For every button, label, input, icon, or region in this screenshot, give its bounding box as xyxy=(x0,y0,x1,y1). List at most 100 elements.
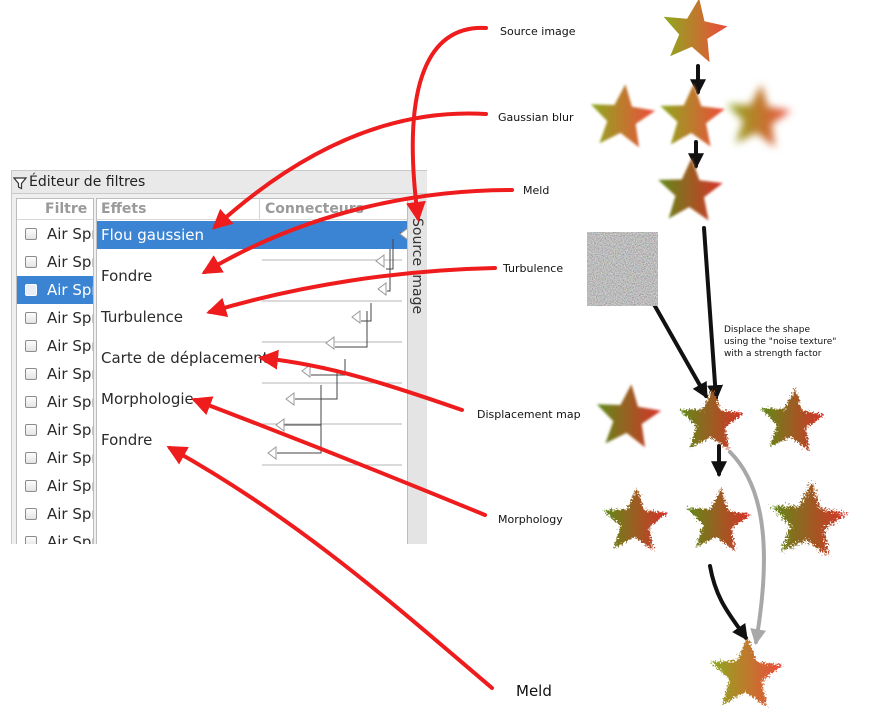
filter-column-header: Filtre xyxy=(45,201,88,217)
filter-row-label: Air Spr xyxy=(47,533,94,544)
star-shape-image xyxy=(663,0,728,63)
checkbox-icon[interactable] xyxy=(25,312,37,324)
checkbox-icon[interactable] xyxy=(25,424,37,436)
displace-note: Displace the shape using the "noise text… xyxy=(724,324,836,360)
effect-row-label: Fondre xyxy=(101,267,153,285)
filter-row[interactable]: Air Spr xyxy=(17,220,93,248)
star-shape-image xyxy=(771,482,848,557)
connector-triangle-icon[interactable] xyxy=(285,392,295,406)
filter-row[interactable]: Air Spr xyxy=(17,444,93,472)
star-shape-image xyxy=(596,384,662,448)
connector-triangle-icon[interactable] xyxy=(325,336,335,350)
effect-row[interactable]: Carte de déplacement xyxy=(97,344,408,372)
star-shape-image xyxy=(660,84,725,147)
filter-row[interactable]: Air Spr xyxy=(17,388,93,416)
effect-row-label: Carte de déplacement xyxy=(101,349,269,367)
checkbox-icon[interactable] xyxy=(25,396,37,408)
label-meld-top: Meld xyxy=(523,184,550,197)
arrow-meld-top xyxy=(201,188,514,275)
filter-row[interactable]: Air Spr xyxy=(17,500,93,528)
connector-triangle-icon[interactable] xyxy=(399,227,408,241)
checkbox-icon[interactable] xyxy=(25,536,37,544)
filter-row[interactable]: Air Spr xyxy=(17,360,93,388)
effect-row[interactable]: Fondre xyxy=(97,426,408,454)
filter-row-label: Air Spr xyxy=(47,421,94,439)
connector-triangle-icon[interactable] xyxy=(351,310,361,324)
arrow-displacement-map xyxy=(258,349,464,412)
checkbox-icon[interactable] xyxy=(25,340,37,352)
label-displacement-map: Displacement map xyxy=(477,408,581,421)
filter-row[interactable]: Air Spr xyxy=(17,472,93,500)
star-shape-image xyxy=(590,84,656,148)
filter-row[interactable]: Air Spr xyxy=(17,332,93,360)
source-image-column[interactable]: Source image xyxy=(407,198,427,544)
filter-row-label: Air Spr xyxy=(47,309,94,327)
arrow-meld-bottom xyxy=(166,446,494,690)
filter-row-label: Air Spr xyxy=(47,225,94,243)
checkbox-icon[interactable] xyxy=(25,368,37,380)
effect-row[interactable]: Fondre xyxy=(97,262,408,290)
connector-graph[interactable] xyxy=(97,199,408,544)
arrow-gaussian-blur xyxy=(212,111,488,230)
label-turbulence: Turbulence xyxy=(503,262,564,275)
star-shape-image xyxy=(760,388,826,452)
filter-row-label: Air Spr xyxy=(47,253,94,271)
filter-row-label: Air Spr xyxy=(47,393,94,411)
filter-row-label: Air Spr xyxy=(47,449,94,467)
effect-row-label: Flou gaussien xyxy=(101,226,205,244)
effect-row-label: Turbulence xyxy=(101,308,183,326)
effect-row[interactable]: Flou gaussien xyxy=(97,221,408,249)
filter-row[interactable]: Air Spr xyxy=(17,248,93,276)
displace-note-line: with a strength factor xyxy=(724,349,822,359)
arrow-morphology xyxy=(191,396,487,517)
connector-triangle-icon[interactable] xyxy=(375,254,385,268)
effect-row-label: Fondre xyxy=(101,431,153,449)
checkbox-icon[interactable] xyxy=(25,480,37,492)
column-divider[interactable] xyxy=(259,199,260,219)
effect-row[interactable]: Turbulence xyxy=(97,303,408,331)
panel-title: Éditeur de filtres xyxy=(29,174,146,190)
filter-row[interactable]: Air Spr xyxy=(17,276,93,304)
label-gaussian-blur: Gaussian blur xyxy=(498,111,574,124)
filter-row-label: Air Spr xyxy=(47,477,94,495)
star-shape-image xyxy=(686,488,752,552)
filter-row-label: Air Spr xyxy=(47,365,94,383)
effects-column-header[interactable]: Effets xyxy=(101,201,147,217)
label-morphology: Morphology xyxy=(498,513,563,526)
filter-row-label: Air Spr xyxy=(47,281,94,299)
arrow-source-image xyxy=(406,25,488,222)
star-shape-image xyxy=(603,488,668,551)
filter-funnel-icon xyxy=(13,177,27,190)
effect-row-label: Morphologie xyxy=(101,390,194,408)
filter-row-label: Air Spr xyxy=(47,337,94,355)
connector-triangle-icon[interactable] xyxy=(377,282,387,296)
filter-list-header[interactable]: Filtre xyxy=(17,199,93,220)
filter-row[interactable]: Air Spr xyxy=(17,416,93,444)
star-shape-image xyxy=(658,158,723,221)
arrow-turbulence xyxy=(206,266,497,317)
panel-titlebar[interactable]: Éditeur de filtres xyxy=(12,170,427,194)
star-shape-image xyxy=(710,637,783,707)
filter-row[interactable]: Air Spr xyxy=(17,528,93,544)
connector-triangle-icon[interactable] xyxy=(301,364,311,378)
checkbox-icon[interactable] xyxy=(25,228,37,240)
noise-texture-thumbnail xyxy=(587,232,658,306)
effect-row[interactable]: Morphologie xyxy=(97,385,408,413)
checkbox-icon[interactable] xyxy=(25,508,37,520)
label-source-image: Source image xyxy=(500,25,576,38)
connector-triangle-icon[interactable] xyxy=(275,418,285,432)
star-shape-image xyxy=(679,388,744,451)
checkbox-icon[interactable] xyxy=(25,452,37,464)
label-meld-bottom: Meld xyxy=(516,682,552,700)
connector-triangle-icon[interactable] xyxy=(267,446,277,460)
checkbox-icon[interactable] xyxy=(25,256,37,268)
star-shape-image xyxy=(726,84,792,148)
displace-note-line: Displace the shape xyxy=(724,325,810,335)
checkbox-icon[interactable] xyxy=(25,284,37,296)
filter-row-label: Air Spr xyxy=(47,505,94,523)
filter-row[interactable]: Air Spr xyxy=(17,304,93,332)
